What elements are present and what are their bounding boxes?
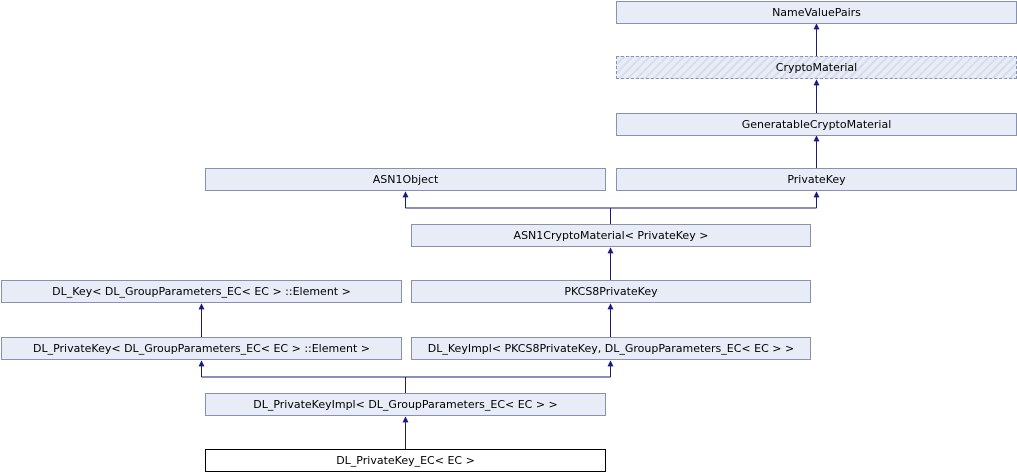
node-dl-key-impl[interactable]: DL_KeyImpl< PKCS8PrivateKey, DL_GroupPar…	[411, 337, 811, 360]
node-generatable-crypto-material[interactable]: GeneratableCryptoMaterial	[616, 113, 1017, 136]
edge-asn1cryptomaterial-bus	[405, 207, 817, 224]
node-asn1-object[interactable]: ASN1Object	[205, 168, 606, 191]
node-private-key[interactable]: PrivateKey	[616, 168, 1017, 191]
node-asn1-crypto-material[interactable]: ASN1CryptoMaterial< PrivateKey >	[411, 224, 811, 247]
node-dl-private-key[interactable]: DL_PrivateKey< DL_GroupParameters_EC< EC…	[1, 337, 402, 360]
node-crypto-material[interactable]: CryptoMaterial	[616, 56, 1017, 79]
node-dl-key[interactable]: DL_Key< DL_GroupParameters_EC< EC > ::El…	[1, 280, 402, 303]
node-dl-private-key-impl[interactable]: DL_PrivateKeyImpl< DL_GroupParameters_EC…	[205, 393, 606, 416]
node-pkcs8-private-key[interactable]: PKCS8PrivateKey	[411, 280, 811, 303]
edge-dlprivatekeyimpl-bus	[201, 376, 611, 393]
node-dl-private-key-ec: DL_PrivateKey_EC< EC >	[205, 449, 606, 472]
node-name-value-pairs[interactable]: NameValuePairs	[616, 1, 1017, 24]
